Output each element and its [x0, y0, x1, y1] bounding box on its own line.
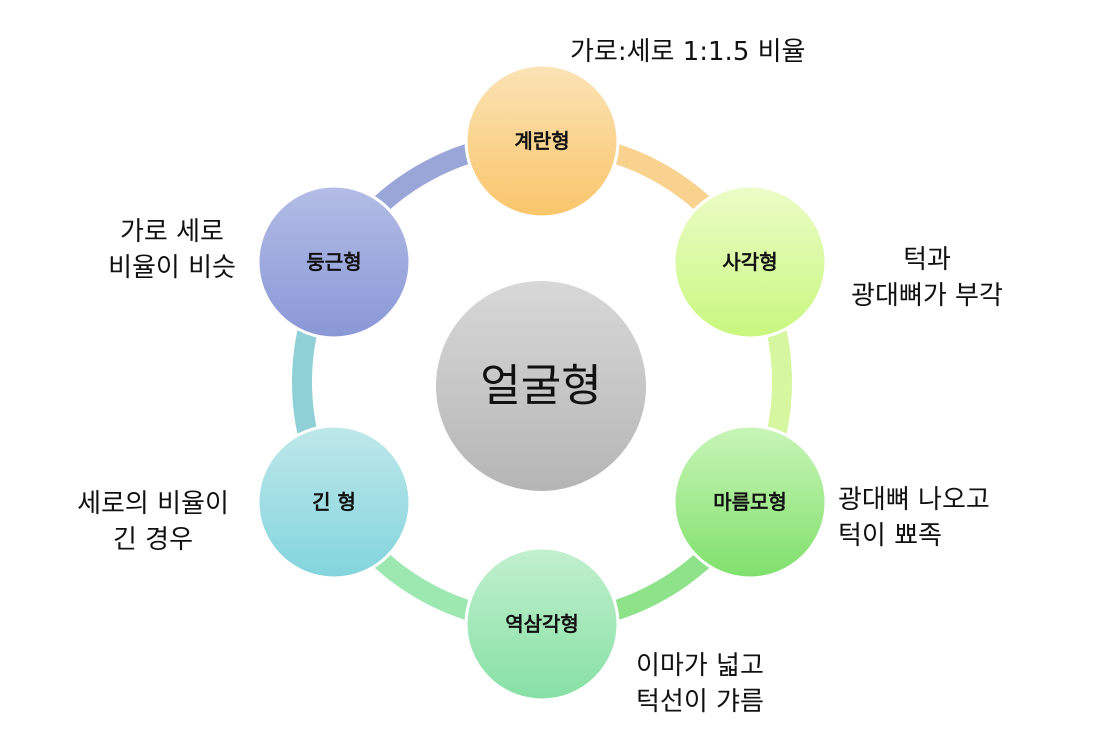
- node-diamond-label: 마름모형: [713, 490, 787, 514]
- note-inverted-triangle-line-1: 이마가 넓고: [636, 651, 764, 681]
- note-diamond-line-2: 턱이 뾰족: [838, 521, 942, 551]
- node-inverted-triangle-label: 역삼각형: [505, 612, 579, 636]
- node-inverted-triangle[interactable]: 역삼각형: [464, 546, 620, 702]
- note-round: 가로 세로 비율이 비슷: [74, 214, 270, 286]
- note-egg: 가로:세로 1:1.5 비율: [570, 34, 805, 70]
- node-round[interactable]: 둥근형: [256, 184, 412, 340]
- note-long: 세로의 비율이 긴 경우: [48, 486, 258, 558]
- node-egg[interactable]: 계란형: [464, 63, 620, 219]
- node-egg-label: 계란형: [514, 129, 569, 153]
- note-inverted-triangle-line-2: 턱선이 갸름: [636, 687, 764, 717]
- node-long-label: 긴 형: [312, 490, 356, 514]
- note-long-line-2: 긴 경우: [112, 525, 194, 555]
- node-square[interactable]: 사각형: [672, 184, 828, 340]
- node-round-label: 둥근형: [306, 250, 361, 274]
- note-round-line-1: 가로 세로: [120, 217, 224, 247]
- note-inverted-triangle: 이마가 넓고 턱선이 갸름: [636, 648, 764, 720]
- note-egg-line-1: 가로:세로 1:1.5 비율: [570, 37, 806, 67]
- note-diamond: 광대뼈 나오고 턱이 뾰족: [838, 482, 990, 554]
- note-diamond-line-1: 광대뼈 나오고: [838, 485, 990, 515]
- node-diamond[interactable]: 마름모형: [672, 424, 828, 580]
- note-square-line-1: 턱과: [903, 245, 951, 275]
- note-round-line-2: 비율이 비슷: [108, 253, 236, 283]
- center-label: 얼굴형: [480, 361, 601, 412]
- center-node: 얼굴형: [432, 277, 650, 495]
- note-square: 턱과 광대뼈가 부각: [838, 242, 1016, 314]
- note-long-line-1: 세로의 비율이: [77, 489, 229, 519]
- node-square-label: 사각형: [722, 250, 777, 274]
- node-long[interactable]: 긴 형: [256, 424, 412, 580]
- note-square-line-2: 광대뼈가 부각: [851, 281, 1003, 311]
